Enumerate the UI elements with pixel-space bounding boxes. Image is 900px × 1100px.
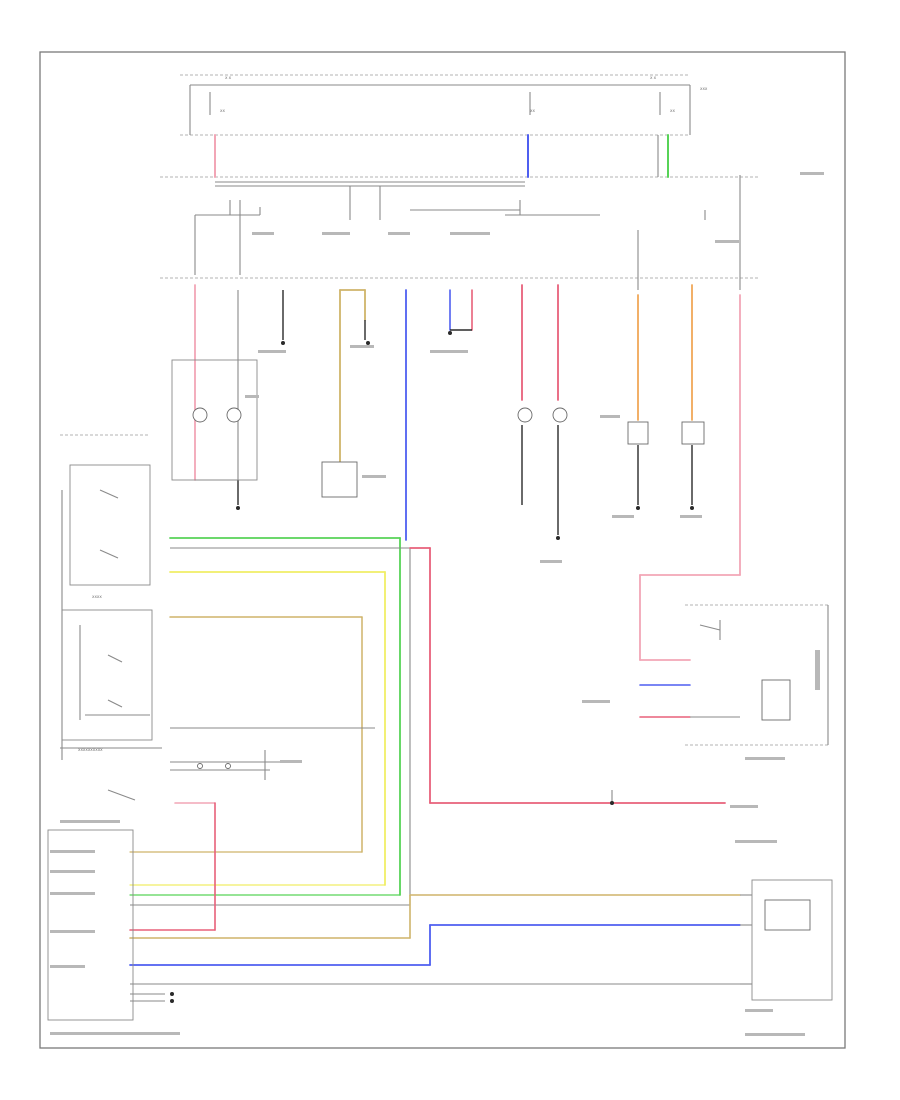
ground-icon <box>281 341 285 345</box>
blue-circuit <box>129 289 741 966</box>
tan-circuit <box>321 289 370 498</box>
tail-lamp-branches <box>627 230 705 510</box>
diagram-frame <box>39 51 846 1049</box>
pink-right-feed <box>639 294 741 661</box>
passing-lamp-circuit <box>448 289 473 335</box>
bus-lines <box>160 175 760 290</box>
ground-icon <box>448 331 452 335</box>
fuse-feed-row <box>107 750 295 801</box>
lamp-box <box>627 421 649 445</box>
splice-icon <box>610 801 614 805</box>
ground-icon <box>366 341 370 345</box>
fuse-block-top: X X XX XX X X XX XXX <box>180 74 708 136</box>
svg-text:XXXX: XXXX <box>92 595 102 599</box>
instrument-cluster-box <box>639 604 829 746</box>
svg-text:X X: X X <box>650 76 657 80</box>
top-colored-segments <box>214 134 669 178</box>
lamp-icon <box>517 407 533 423</box>
ground-icon <box>236 506 240 510</box>
svg-text:X X: X X <box>225 76 232 80</box>
faint-label-marks <box>50 172 824 1036</box>
red-main-circuit <box>409 547 726 805</box>
connector-icon <box>197 763 203 769</box>
relay-box <box>321 461 358 498</box>
auto-light-control-module <box>47 829 740 1021</box>
svg-text:XX: XX <box>670 109 675 113</box>
switch-output-wires <box>129 537 411 906</box>
lamp-icon <box>226 407 242 423</box>
lamp-box <box>681 421 705 445</box>
auto-light-sensor <box>740 879 833 1001</box>
lamp-icon <box>552 407 568 423</box>
svg-text:XX: XX <box>530 109 535 113</box>
svg-text:XXXXXXXXXX: XXXXXXXXXX <box>78 748 103 752</box>
ground-icon <box>636 506 640 510</box>
light-switch-assembly: XXXX XXXXXXXXXX <box>60 434 162 760</box>
svg-text:XX: XX <box>220 109 225 113</box>
lamp-icon <box>192 407 208 423</box>
ground-icon <box>556 536 560 540</box>
svg-text:XXX: XXX <box>700 87 708 91</box>
right-headlamp-branch <box>517 284 568 540</box>
left-headlamp-branch <box>171 284 258 510</box>
connector-icon <box>225 763 231 769</box>
ground-stub-1 <box>281 290 285 345</box>
ground-icon <box>690 506 694 510</box>
auto-light-red-branch <box>129 802 741 939</box>
